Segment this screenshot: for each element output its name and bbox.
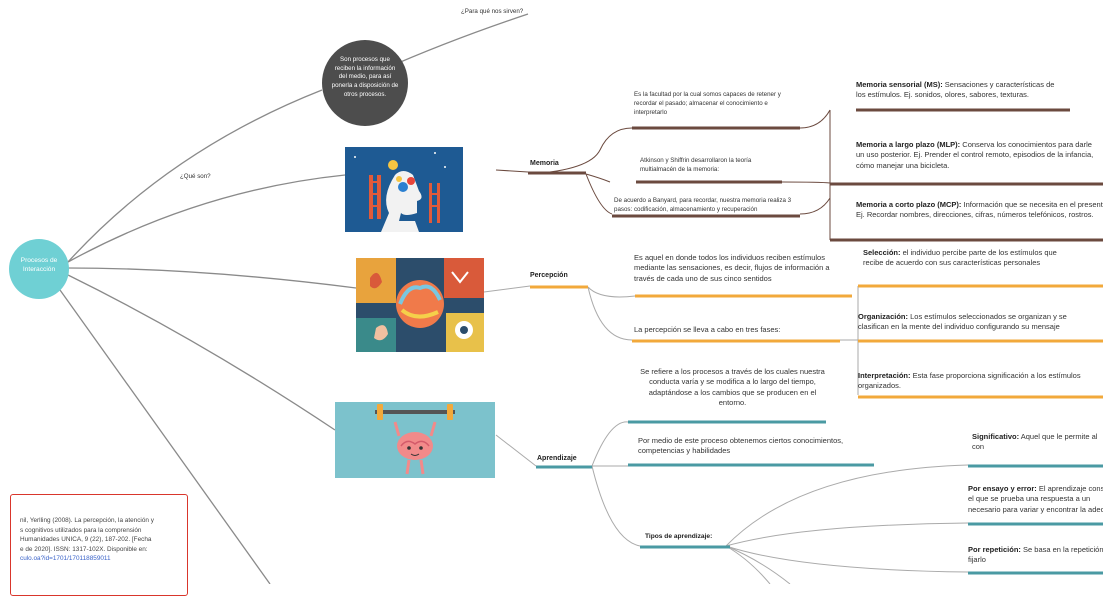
branch-percepcion[interactable]: Percepción [530,272,568,279]
definition-node[interactable] [322,40,408,126]
brain-memory-illustration-icon [345,147,463,232]
memoria-type-largo-plazo: Memoria a largo plazo (MLP): Conserva lo… [856,140,1094,170]
reference-line: Humanidades UNICA, 9 (22), 187-202. [Fec… [20,536,152,544]
percepcion-phase-organizacion: Organización: Los estímulos seleccionado… [858,312,1067,332]
aprendizaje-type-significativo: Significativo: Aquel que le permite al c… [972,432,1098,452]
memoria-item: De acuerdo a Banyard, para recordar, nue… [614,197,792,213]
root-node[interactable] [9,239,69,299]
question-why: ¿Para qué nos sirven? [461,8,524,15]
memory-image [345,147,463,232]
memoria-type-sensorial: Memoria sensorial (MS): Sensaciones y ca… [856,80,1055,100]
reference-line: s cognitivos utilizados para la comprens… [20,526,142,534]
memoria-item: Es la facultad por la cual somos capaces… [634,91,781,116]
aprendizaje-types-label[interactable]: Tipos de aprendizaje: [645,533,713,540]
reference-line: nil, Yerlling (2008). La percepción, la … [20,517,154,524]
aprendizaje-type-ensayo-error: Por ensayo y error: El aprendizaje consi… [968,484,1103,514]
root-label: Procesos de Interacción [20,257,58,274]
question-what: ¿Qué son? [180,173,211,180]
reference-text: nil, Yerlling (2008). La percepción, la … [20,516,182,564]
reference-line: e de 2020]. ISSN: 1317-102X. Disponible … [20,545,148,553]
percepcion-phase-interpretacion: Interpretación: Esta fase proporciona si… [858,371,1081,391]
aprendizaje-type-repeticion: Por repetición: Se basa en la repetición… [968,545,1103,565]
aprendizaje-item: Por medio de este proceso obtenemos cier… [638,436,844,456]
brain-weightlifting-illustration-icon [335,402,495,478]
branch-aprendizaje[interactable]: Aprendizaje [537,455,577,462]
aprendizaje-item: Se refiere a los procesos a través de lo… [640,367,825,408]
definition-text: Son procesos que reciben la información … [331,56,399,98]
learning-image [335,402,495,478]
reference-link[interactable]: culo.oa?id=1701/170118859011 [20,555,111,563]
percepcion-item: Es aquel en donde todos los individuos r… [634,253,830,283]
perception-image [356,258,484,352]
memoria-item: Atkinson y Shiffrin desarrollaron la teo… [640,157,752,173]
percepcion-item: La percepción se lleva a cabo en tres fa… [634,325,781,334]
reference-box [10,494,188,596]
memoria-type-corto-plazo: Memoria a corto plazo (MCP): Información… [856,200,1103,220]
percepcion-phase-seleccion: Selección: el individuo percibe parte de… [863,248,1057,268]
branch-memoria[interactable]: Memoria [530,160,559,167]
brain-senses-illustration-icon [356,258,484,352]
